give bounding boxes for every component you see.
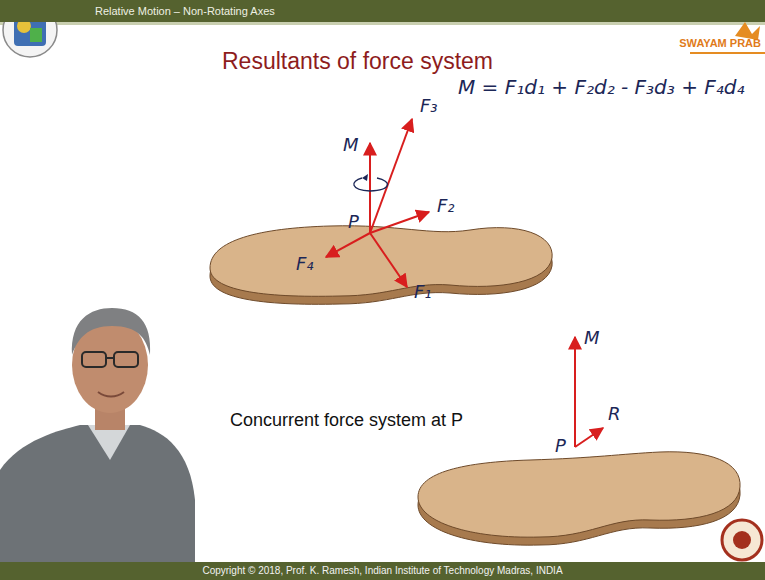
- lecturer-video: [0, 308, 195, 580]
- header-band: Relative Motion – Non-Rotating Axes: [0, 0, 765, 22]
- moment-curl: [354, 174, 388, 191]
- force-label: F₁: [414, 282, 432, 303]
- upper-plate: [210, 226, 552, 305]
- force-label: F₄: [296, 254, 314, 275]
- force-label: F₂: [437, 196, 455, 217]
- caption-text: Concurrent force system at P: [230, 410, 463, 431]
- force-label: F₃: [420, 96, 438, 117]
- footer-band: Copyright © 2018, Prof. K. Ramesh, India…: [0, 562, 765, 580]
- logo-text: SWAYAM PRAB: [679, 37, 761, 50]
- header-rule: [0, 22, 765, 25]
- band-text: Relative Motion – Non-Rotating Axes: [95, 0, 765, 22]
- resultant-label: R: [608, 404, 621, 425]
- resultant-arrows: [575, 337, 603, 447]
- slide-title: Resultants of force system: [222, 48, 493, 74]
- band-text: Copyright © 2018, Prof. K. Ramesh, India…: [0, 562, 765, 580]
- institute-seal: [722, 520, 762, 560]
- moment-label: M: [343, 135, 359, 156]
- point-label: P: [348, 212, 359, 233]
- moment-label: M: [584, 328, 600, 349]
- moment-equation: M = F₁d₁ + F₂d₂ - F₃d₃ + F₄d₄: [458, 76, 745, 99]
- force-arrows: [326, 119, 429, 287]
- point-label: P: [555, 436, 566, 457]
- lower-plate: [418, 452, 740, 545]
